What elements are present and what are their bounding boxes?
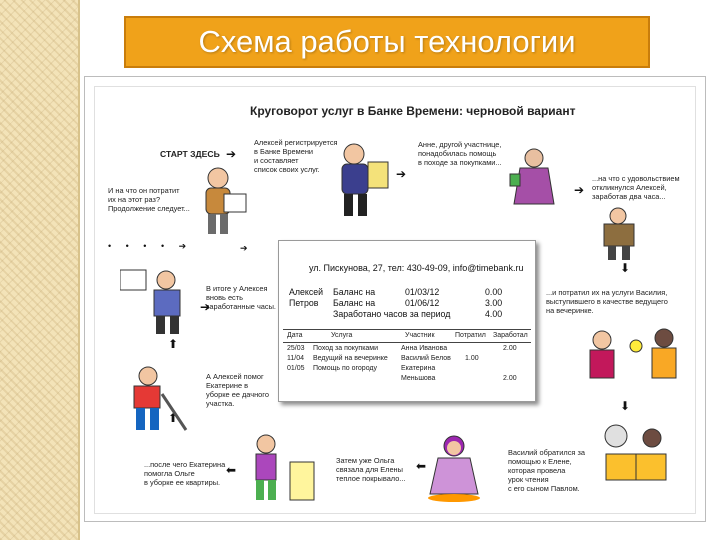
cell-service: Ведущий на вечеринке bbox=[313, 355, 388, 362]
alexey-registering-icon bbox=[341, 143, 389, 216]
alexey-gardening-icon bbox=[133, 366, 188, 431]
col-header: Дата bbox=[287, 332, 303, 339]
cell-date: 11/04 bbox=[287, 355, 304, 362]
caption-olga-knit: Затем уже Ольга связала для Елены теплое… bbox=[336, 456, 406, 483]
olga-knitting-icon bbox=[428, 435, 480, 502]
arrow-icon: ➔ bbox=[226, 147, 237, 161]
diagram-title: Круговорот услуг в Банке Времени: чернов… bbox=[250, 104, 576, 118]
dots-arrow-icon: • • • • ➔ bbox=[108, 241, 193, 251]
caption-result: В итоге у Алексея вновь есть заработанны… bbox=[206, 284, 276, 311]
slide-title: Схема работы технологии bbox=[124, 16, 650, 68]
anna-figure-icon bbox=[509, 148, 555, 205]
caption-alexey-register: Алексей регистрируется в Банке Времени и… bbox=[254, 138, 338, 174]
col-header: Услуга bbox=[331, 332, 353, 339]
texture-edge bbox=[78, 0, 80, 540]
balance-name: Петров bbox=[289, 298, 319, 308]
balance-label: Заработано часов за период bbox=[333, 309, 451, 319]
balance-label: Баланс на bbox=[333, 298, 376, 308]
caption-spent-vasiliy: ...и потратил их на услуги Василия, выст… bbox=[546, 288, 668, 315]
diagram-inner-frame bbox=[94, 86, 696, 514]
balance-value: 3.00 bbox=[485, 298, 503, 308]
table-header: Дата Услуга Участник Потратил Заработал bbox=[283, 329, 531, 343]
cell-spent: 1.00 bbox=[465, 355, 479, 362]
cell-earned: 2.00 bbox=[503, 345, 517, 352]
card-address: ул. Пискунова, 27, тел: 430-49-09, info@… bbox=[309, 263, 524, 273]
col-header: Участник bbox=[405, 332, 435, 339]
balance-date: 01/06/12 bbox=[405, 298, 440, 308]
cell-date: 01/05 bbox=[287, 365, 305, 372]
balance-value: 4.00 bbox=[485, 309, 503, 319]
table-row: 01/05 Помощь по огороду Екатерина bbox=[283, 365, 531, 374]
balance-value: 0.00 bbox=[485, 287, 503, 297]
arrow-icon: ➔ bbox=[574, 183, 585, 197]
cell-member: Василий Белов bbox=[401, 355, 451, 362]
caption-vasiliy-elena: Василий обратился за помощью к Елене, ко… bbox=[508, 448, 585, 493]
ekaterina-cleaning-icon bbox=[255, 434, 315, 501]
table-row: Меньшова 2.00 bbox=[283, 375, 531, 384]
left-texture-strip bbox=[0, 0, 80, 540]
balance-statement-card: ул. Пискунова, 27, тел: 430-49-09, info@… bbox=[278, 240, 536, 402]
arrow-left-icon: ⬅ bbox=[226, 463, 237, 477]
arrow-icon: ➔ bbox=[240, 243, 248, 253]
alexey-carrying-icon bbox=[603, 207, 635, 260]
cell-member: Анна Иванова bbox=[401, 345, 448, 352]
balance-label: Баланс на bbox=[333, 287, 376, 297]
cell-service: Поход за покупками bbox=[313, 345, 379, 352]
cell-member: Меньшова bbox=[401, 375, 436, 382]
caption-alexey-helped: ...на что с удовольствием откликнулся Ал… bbox=[592, 174, 680, 201]
table-row: 11/04 Ведущий на вечеринке Василий Белов… bbox=[283, 355, 531, 364]
alexey-figure-icon bbox=[205, 167, 247, 234]
arrow-icon: ➔ bbox=[200, 300, 211, 314]
arrow-up-icon: ⬆ bbox=[168, 411, 179, 425]
vasiliy-party-icon bbox=[589, 328, 677, 379]
caption-anna-need: Анне, другой участнице, понадобилась пом… bbox=[418, 140, 502, 167]
cell-earned: 2.00 bbox=[503, 375, 517, 382]
cell-member: Екатерина bbox=[401, 365, 436, 372]
col-header: Потратил bbox=[455, 332, 486, 339]
balance-date: 01/03/12 bbox=[405, 287, 440, 297]
col-header: Заработал bbox=[493, 332, 528, 339]
arrow-up-icon: ⬆ bbox=[168, 337, 179, 351]
arrow-icon: ➔ bbox=[396, 167, 407, 181]
arrow-down-icon: ⬇ bbox=[620, 399, 631, 413]
caption-ekaterina-olga: ...после чего Екатерина помогла Ольге в … bbox=[144, 460, 226, 487]
start-label: СТАРТ ЗДЕСЬ bbox=[160, 149, 220, 159]
arrow-left-icon: ⬅ bbox=[416, 459, 427, 473]
balance-name: Алексей bbox=[289, 287, 324, 297]
alexey-result-icon bbox=[120, 269, 181, 334]
elena-reading-icon bbox=[604, 424, 667, 481]
cell-date: 25/03 bbox=[287, 345, 305, 352]
caption-question: И на что он потратит их на этот раз? Про… bbox=[108, 186, 190, 213]
cell-service: Помощь по огороду bbox=[313, 365, 378, 372]
caption-alexey-ekaterina: А Алексей помог Екатерине в уборке ее да… bbox=[206, 372, 269, 408]
arrow-down-icon: ⬇ bbox=[620, 261, 631, 275]
table-row: 25/03 Поход за покупками Анна Иванова 2.… bbox=[283, 345, 531, 354]
